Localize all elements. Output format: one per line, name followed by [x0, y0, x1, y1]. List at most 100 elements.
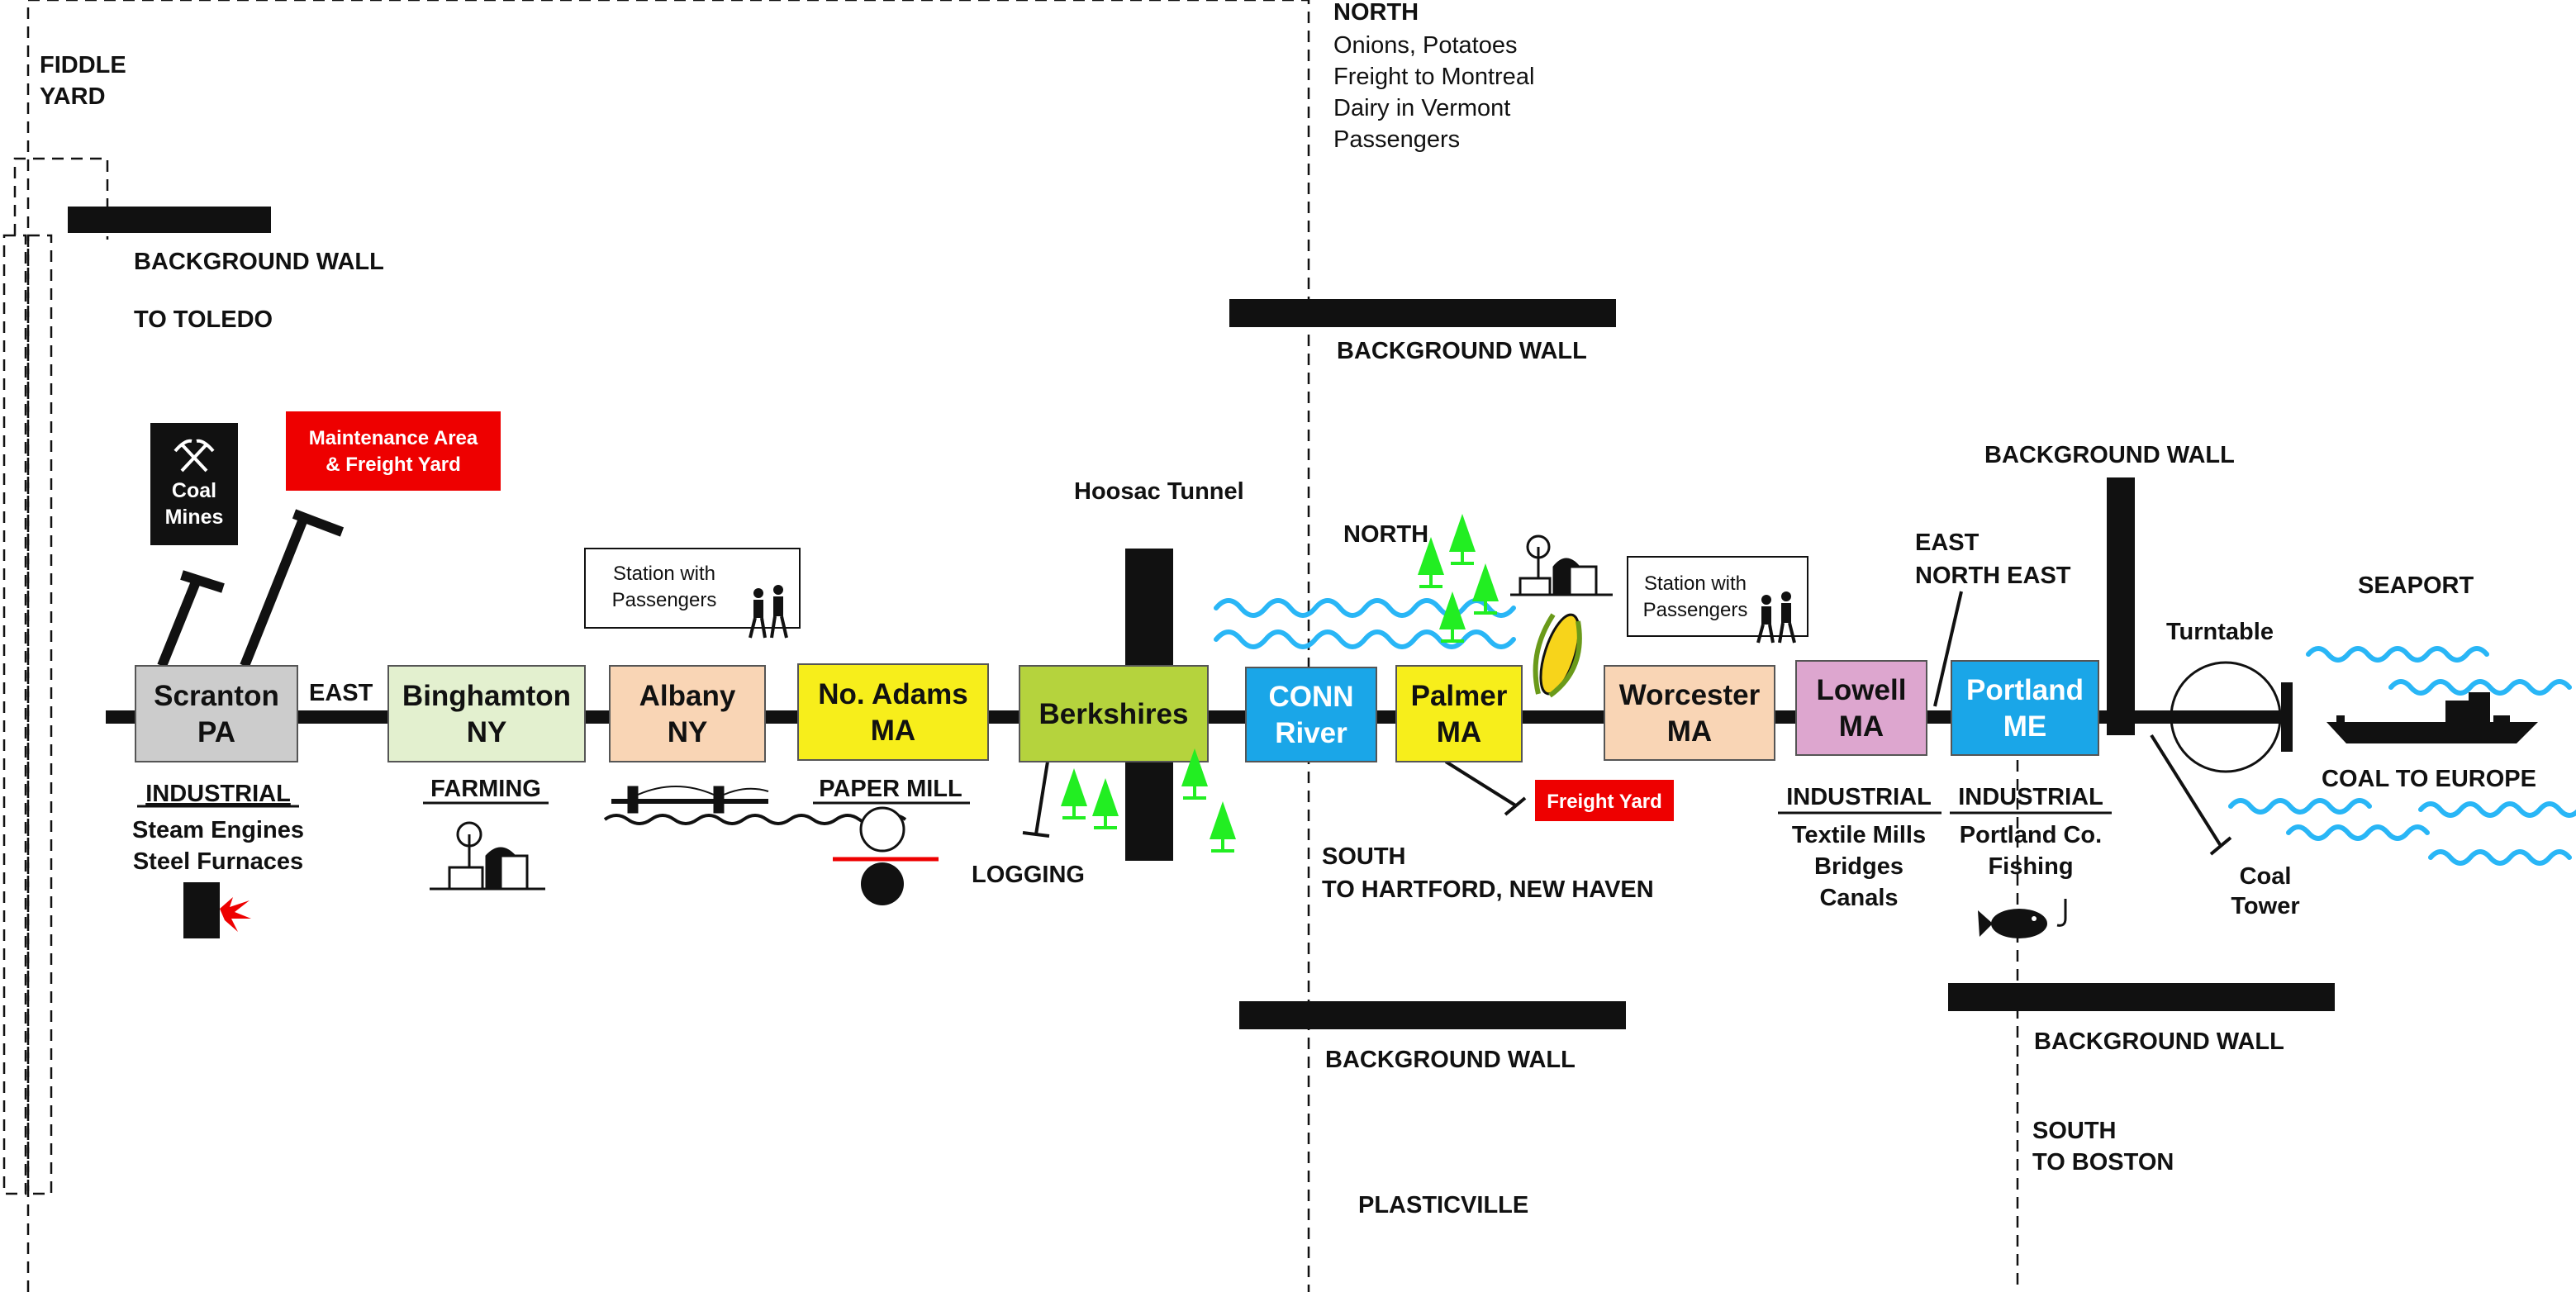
- background-wall-east-vertical: [2107, 477, 2135, 735]
- station-label: Berkshires: [1039, 698, 1189, 730]
- fiddle-yard-track-2: [26, 234, 53, 1195]
- windmill-farm-icon: [1510, 534, 1613, 596]
- lowell-industry-1: Textile Mills: [1792, 822, 1926, 848]
- north-mid-label: NORTH: [1343, 521, 1428, 548]
- station-box: [1795, 660, 1927, 756]
- station-label: CONN: [1268, 681, 1353, 713]
- lowell-industry-3: Canals: [1819, 885, 1898, 911]
- north-list-item-4: Passengers: [1333, 126, 1460, 153]
- station-box: [609, 665, 766, 762]
- east-north-east-label-1: EAST: [1915, 530, 1980, 556]
- thin-spurs: [1022, 591, 2232, 856]
- station-label: MA: [871, 715, 915, 747]
- tree-icon: [1472, 563, 1499, 615]
- maintenance-spur: [240, 515, 309, 668]
- station-box: [1951, 660, 2099, 756]
- furnace-spark-icon: [183, 882, 251, 938]
- east-label: EAST: [309, 680, 373, 706]
- coal-mine-spur-stop: [180, 570, 225, 593]
- seaport-wave-1: [2306, 646, 2489, 663]
- coal-tower-label-2: Tower: [2231, 893, 2299, 919]
- station-passengers-label-4: Passengers: [1643, 599, 1748, 621]
- scranton-industry-1: Steam Engines: [132, 817, 304, 843]
- north-list-item-3: Dairy in Vermont: [1333, 95, 1510, 121]
- passengers-icon: [749, 585, 788, 639]
- dashed-boundaries: [2, 0, 2019, 1292]
- ship-icon: [2326, 692, 2538, 743]
- scranton-industrial-label: INDUSTRIAL: [145, 781, 291, 807]
- tree-icon: [1181, 748, 1208, 800]
- maintenance-label-1: Maintenance Area: [309, 427, 478, 449]
- freight-yard-box: Freight Yard: [1535, 780, 1674, 821]
- station-box: [1019, 665, 1209, 762]
- tree-icon: [1092, 778, 1119, 829]
- station-label: No. Adams: [818, 678, 968, 710]
- background-wall-label-west: BACKGROUND WALL: [134, 249, 384, 275]
- station-label: ME: [2003, 710, 2047, 743]
- tree-icon: [1210, 801, 1236, 853]
- station-label: NY: [467, 716, 507, 748]
- station-label: Albany: [639, 680, 736, 712]
- seaport-wave-3: [2228, 798, 2372, 815]
- station-label: Binghamton: [402, 680, 571, 712]
- seaport-label: SEAPORT: [2358, 572, 2474, 599]
- station-label: MA: [1667, 715, 1712, 748]
- plasticville-label: PLASTICVILLE: [1358, 1192, 1528, 1218]
- fiddle-yard-outer-dash: [26, 0, 1310, 1292]
- bridge-icon: [603, 786, 907, 825]
- background-wall-west: [68, 207, 271, 233]
- coal-mine-spur: [157, 577, 202, 668]
- coal-mines-label-1: Coal: [172, 479, 216, 502]
- station-box: [135, 665, 298, 762]
- coal-mines-pickaxe-icon: [173, 439, 215, 473]
- to-toledo-label: TO TOLEDO: [134, 306, 273, 333]
- background-wall-south-mid: [1239, 1001, 1626, 1029]
- hoosac-tunnel-label: Hoosac Tunnel: [1074, 478, 1244, 505]
- station-box: [1604, 665, 1775, 761]
- station-label: Scranton: [154, 680, 279, 712]
- lowell-industry-2: Bridges: [1814, 853, 1903, 880]
- passengers-icon: [1756, 591, 1796, 644]
- portland-industrial-label: INDUSTRIAL: [1958, 784, 2103, 810]
- station-passengers-worcester: Station with Passengers: [1627, 556, 1808, 644]
- background-wall-south-east: [1948, 983, 2335, 1011]
- portland-industry-1: Portland Co.: [1960, 822, 2102, 848]
- fiddle-yard-label-2: YARD: [40, 83, 106, 110]
- maintenance-spur-stop: [292, 509, 345, 537]
- station-box: [1395, 665, 1523, 762]
- background-wall-label-east: BACKGROUND WALL: [1984, 442, 2235, 468]
- station-label: Worcester: [1619, 679, 1761, 711]
- trees: [1061, 514, 1499, 853]
- station-berkshires: Berkshires: [1019, 665, 1209, 762]
- logging-spur: [1034, 761, 1049, 835]
- east-north-east-pointer: [1933, 591, 1963, 707]
- portland-industry-2: Fishing: [1988, 853, 2073, 880]
- text-labels: FIDDLE YARD BACKGROUND WALL TO TOLEDO NO…: [40, 0, 2536, 1218]
- coal-tower-spur-stop: [2209, 836, 2232, 856]
- coal-tower-label-1: Coal: [2240, 863, 2292, 890]
- coal-mines-label-2: Mines: [165, 506, 224, 529]
- maintenance-label-2: & Freight Yard: [326, 454, 461, 476]
- fiddle-yard-track-1: [2, 234, 27, 1195]
- paper-roll-icon: [833, 806, 939, 905]
- seaport-wave-6: [2428, 849, 2572, 866]
- station-passengers-label-2: Passengers: [612, 589, 717, 611]
- background-walls: [68, 207, 2335, 1029]
- background-wall-label-south-east: BACKGROUND WALL: [2034, 1028, 2284, 1055]
- palmer-freight-spur: [1444, 760, 1519, 808]
- coal-mines-box: Coal Mines: [150, 423, 238, 545]
- freight-yard-label: Freight Yard: [1547, 791, 1662, 813]
- coal-tower-spur: [2150, 734, 2222, 848]
- south-boston-label-1: SOUTH: [2032, 1118, 2117, 1144]
- station-label: NY: [668, 716, 708, 748]
- station-passengers-label-3: Station with: [1644, 572, 1747, 595]
- maintenance-area-box: Maintenance Area & Freight Yard: [286, 411, 501, 491]
- station-label: Portland: [1966, 674, 2084, 706]
- corn-icon: [1533, 613, 1582, 698]
- logging-spur-stop: [1022, 831, 1050, 838]
